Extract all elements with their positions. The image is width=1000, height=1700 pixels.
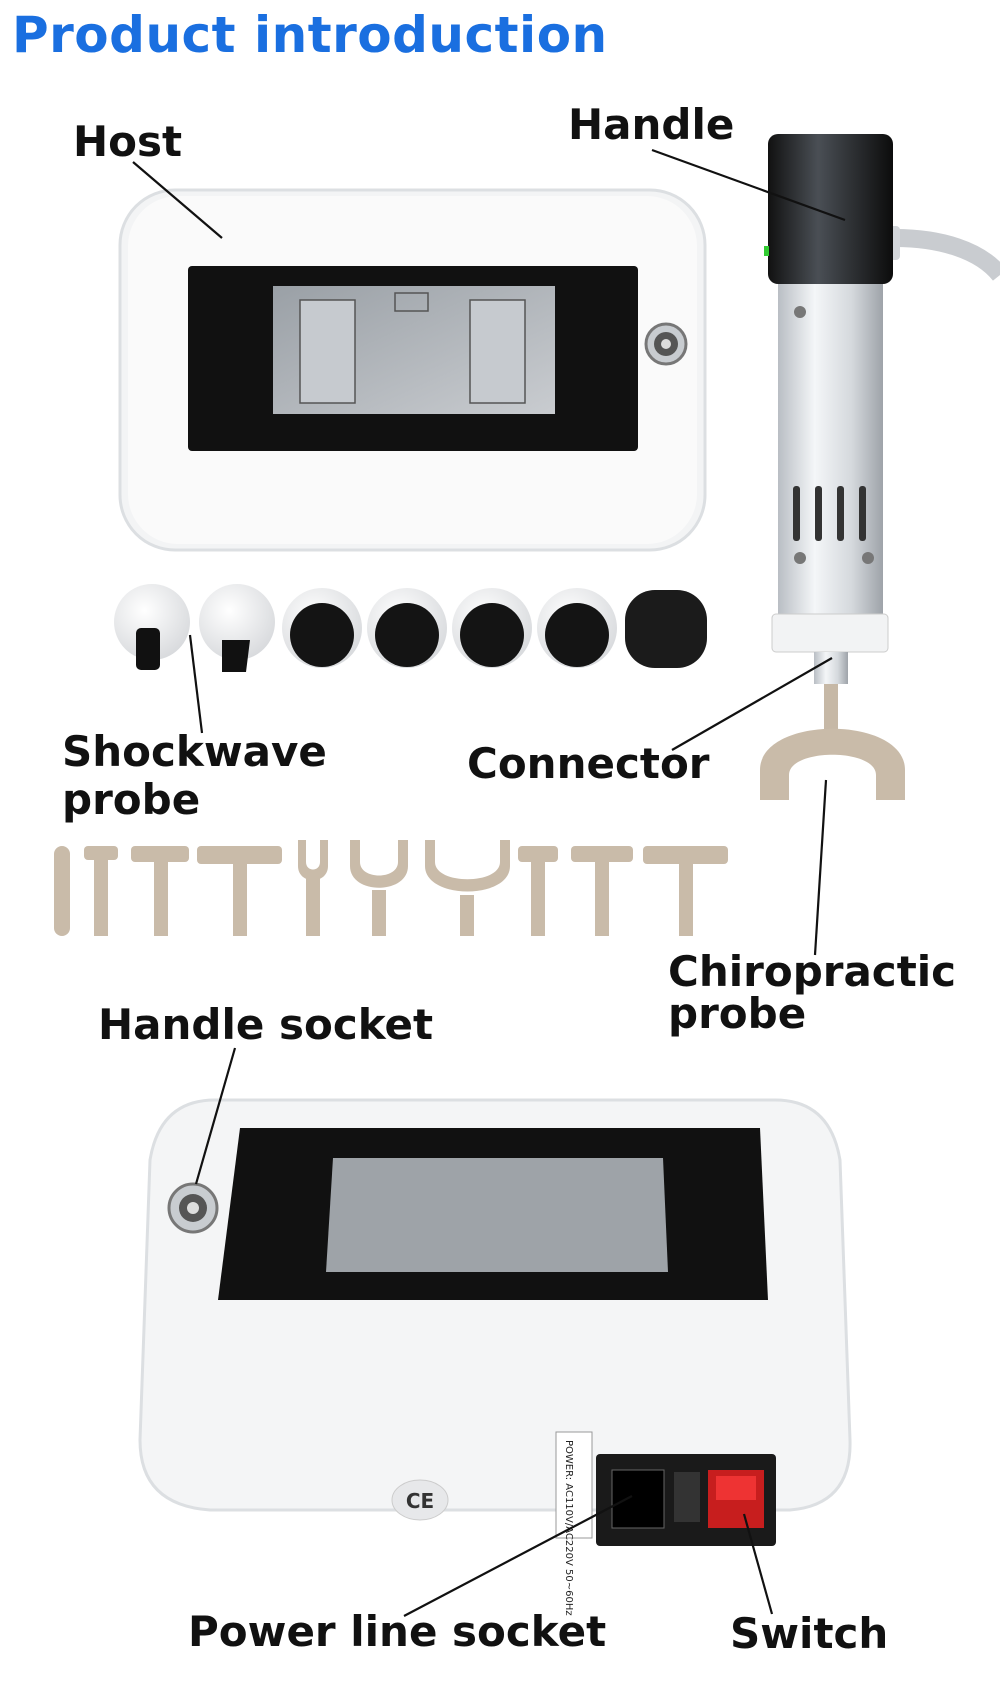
chiropractic-probe-label-line1: Chiropractic bbox=[668, 947, 957, 996]
ce-mark: CE bbox=[406, 1489, 434, 1513]
handle-gun bbox=[760, 134, 1000, 800]
host-label: Host bbox=[73, 117, 183, 166]
switch-label: Switch bbox=[730, 1609, 889, 1658]
power-spec-text: POWER: AC110V/AC220V 50~60Hz bbox=[563, 1440, 574, 1616]
host-unit-back bbox=[138, 1098, 852, 1546]
handle-socket-label: Handle socket bbox=[98, 1000, 434, 1049]
shockwave-probe-label-line2: probe bbox=[62, 775, 201, 824]
handle-label: Handle bbox=[568, 100, 735, 149]
connector-label: Connector bbox=[467, 739, 710, 788]
shockwave-probe-set bbox=[114, 584, 707, 672]
power-line-socket-label: Power line socket bbox=[188, 1607, 607, 1656]
callout-lines bbox=[132, 148, 846, 1617]
chiropractic-probe-label-line2: probe bbox=[668, 989, 807, 1038]
shockwave-probe-label-line1: Shockwave bbox=[62, 727, 327, 776]
page-title: Product introduction bbox=[12, 6, 608, 64]
chiropractic-probe-set bbox=[54, 840, 728, 936]
host-unit bbox=[118, 188, 707, 552]
